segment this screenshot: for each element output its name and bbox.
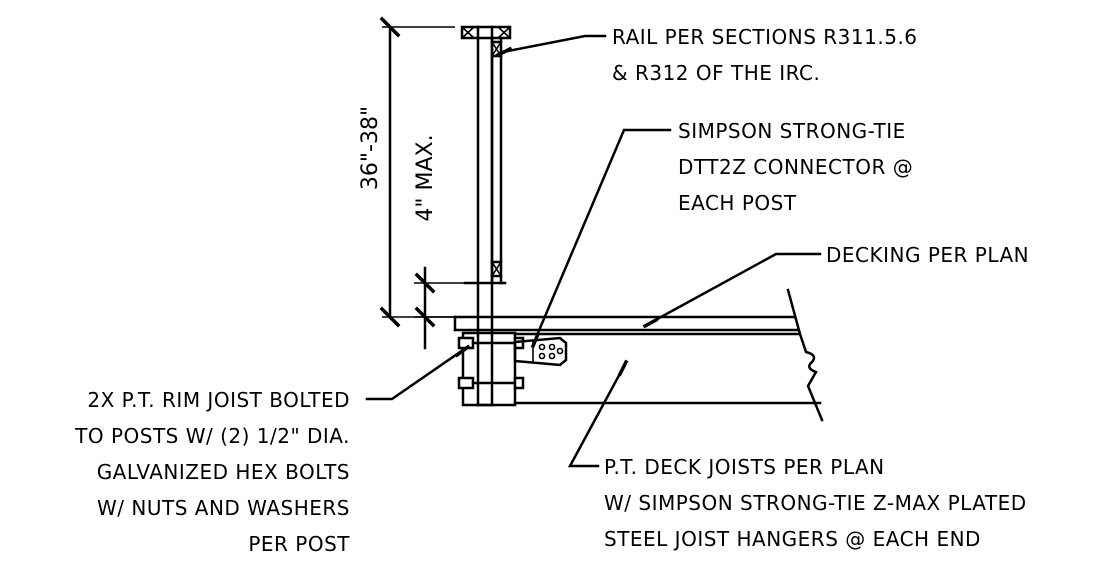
label-rim-line3: GALVANIZED HEX BOLTS — [97, 460, 350, 484]
decking-board — [453, 315, 799, 332]
label-rail-line1: RAIL PER SECTIONS R311.5.6 — [612, 25, 918, 49]
leader-decking — [642, 252, 822, 329]
label-rim-line5: PER POST — [248, 532, 350, 556]
leader-connector — [530, 128, 672, 349]
label-joist-line1: P.T. DECK JOISTS PER PLAN — [604, 455, 885, 479]
dimension-rail-height-text: 36"-38" — [358, 106, 383, 190]
label-connector-line1: SIMPSON STRONG-TIE — [678, 119, 906, 143]
hex-bolts — [457, 336, 525, 390]
leader-rim-joist — [365, 344, 471, 401]
label-rail-line2: & R312 OF THE IRC. — [612, 61, 820, 85]
deck-joist — [513, 332, 822, 405]
baluster — [490, 36, 503, 285]
label-connector-line2: DTT2Z CONNECTOR @ — [678, 155, 913, 179]
dimension-baluster-gap-text: 4" MAX. — [413, 134, 438, 221]
break-line — [786, 288, 824, 422]
label-connector-line3: EACH POST — [678, 191, 797, 215]
label-joist-line3: STEEL JOIST HANGERS @ EACH END — [604, 527, 981, 551]
label-joist-line2: W/ SIMPSON STRONG-TIE Z-MAX PLATED — [604, 491, 1027, 515]
dtt2z-connector — [513, 336, 568, 367]
leader-rail — [495, 34, 607, 58]
label-rim-line1: 2X P.T. RIM JOIST BOLTED — [87, 388, 350, 412]
dimension-baluster-gap — [414, 266, 478, 350]
label-decking: DECKING PER PLAN — [826, 243, 1029, 267]
rail-cap — [460, 25, 512, 40]
leader-deck-joists — [567, 359, 629, 468]
label-rim-line2: TO POSTS W/ (2) 1/2" DIA. — [74, 424, 350, 448]
label-rim-line4: W/ NUTS AND WASHERS — [97, 496, 350, 520]
